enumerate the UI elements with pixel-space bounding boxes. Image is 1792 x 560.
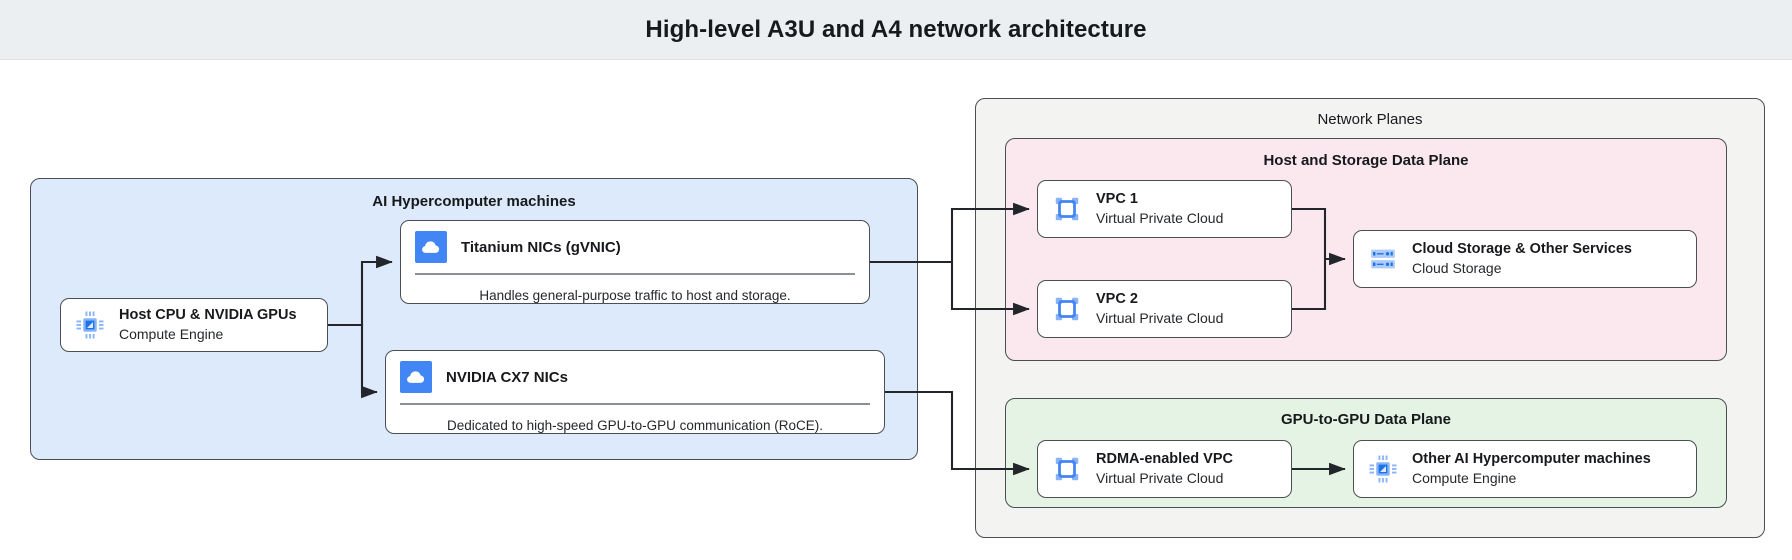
cloud-storage-title: Cloud Storage & Other Services: [1412, 241, 1632, 258]
vpc-2-card[interactable]: VPC 2 Virtual Private Cloud: [1037, 280, 1292, 338]
cpu-chip-icon: [75, 310, 105, 340]
rdma-vpc-card-text: RDMA-enabled VPC Virtual Private Cloud: [1096, 450, 1233, 488]
cloud-storage-subtitle: Cloud Storage: [1412, 259, 1502, 276]
titanium-nics-divider: [415, 273, 855, 276]
vpc-2-card-text: VPC 2 Virtual Private Cloud: [1096, 290, 1223, 328]
rdma-vpc-subtitle: Virtual Private Cloud: [1096, 469, 1224, 486]
nvidia-cx7-nics-header: NVIDIA CX7 NICs: [386, 351, 884, 403]
cpu-chip-icon: [1368, 454, 1398, 484]
nvidia-cx7-nics-caption: Dedicated to high-speed GPU-to-GPU commu…: [447, 418, 823, 434]
host-cpu-card-text: Host CPU & NVIDIA GPUs Compute Engine: [119, 306, 297, 344]
titanium-nics-caption: Handles general-purpose traffic to host …: [479, 288, 791, 304]
header-bar: High-level A3U and A4 network architectu…: [0, 0, 1792, 60]
host-cpu-title: Host CPU & NVIDIA GPUs: [119, 307, 297, 324]
other-machines-title: Other AI Hypercomputer machines: [1412, 451, 1651, 468]
host-cpu-card[interactable]: Host CPU & NVIDIA GPUs Compute Engine: [60, 298, 328, 352]
nvidia-cx7-nics-title: NVIDIA CX7 NICs: [446, 368, 568, 386]
nvidia-cx7-nics-card[interactable]: NVIDIA CX7 NICs Dedicated to high-speed …: [385, 350, 885, 434]
other-machines-card-text: Other AI Hypercomputer machines Compute …: [1412, 450, 1651, 488]
host-cpu-subtitle: Compute Engine: [119, 325, 224, 342]
vpc-1-title: VPC 1: [1096, 191, 1138, 208]
cloud-storage-card-text: Cloud Storage & Other Services Cloud Sto…: [1412, 240, 1632, 278]
cloud-icon: [400, 361, 432, 393]
network-planes-title: Network Planes: [1317, 111, 1423, 128]
titanium-nics-card[interactable]: Titanium NICs (gVNIC) Handles general-pu…: [400, 220, 870, 304]
vpc-icon: [1052, 454, 1082, 484]
machines-panel-title: AI Hypercomputer machines: [372, 193, 576, 210]
other-ai-hypercomputer-machines-card[interactable]: Other AI Hypercomputer machines Compute …: [1353, 440, 1697, 498]
other-machines-subtitle: Compute Engine: [1412, 469, 1517, 486]
vpc-2-title: VPC 2: [1096, 291, 1138, 308]
storage-rack-icon: [1368, 244, 1398, 274]
cloud-storage-card[interactable]: Cloud Storage & Other Services Cloud Sto…: [1353, 230, 1697, 288]
vpc-icon: [1052, 194, 1082, 224]
nvidia-cx7-nics-divider: [400, 403, 870, 406]
titanium-nics-title: Titanium NICs (gVNIC): [461, 238, 621, 256]
rdma-vpc-title: RDMA-enabled VPC: [1096, 451, 1233, 468]
page-title: High-level A3U and A4 network architectu…: [645, 15, 1147, 43]
vpc-icon: [1052, 294, 1082, 324]
vpc-1-subtitle: Virtual Private Cloud: [1096, 209, 1224, 226]
rdma-enabled-vpc-card[interactable]: RDMA-enabled VPC Virtual Private Cloud: [1037, 440, 1292, 498]
cloud-icon: [415, 231, 447, 263]
gpu-plane-title: GPU-to-GPU Data Plane: [1280, 411, 1452, 428]
vpc-2-subtitle: Virtual Private Cloud: [1096, 309, 1224, 326]
titanium-nics-header: Titanium NICs (gVNIC): [401, 221, 869, 273]
vpc-1-card-text: VPC 1 Virtual Private Cloud: [1096, 190, 1223, 228]
host-storage-plane-title: Host and Storage Data Plane: [1263, 152, 1469, 169]
vpc-1-card[interactable]: VPC 1 Virtual Private Cloud: [1037, 180, 1292, 238]
